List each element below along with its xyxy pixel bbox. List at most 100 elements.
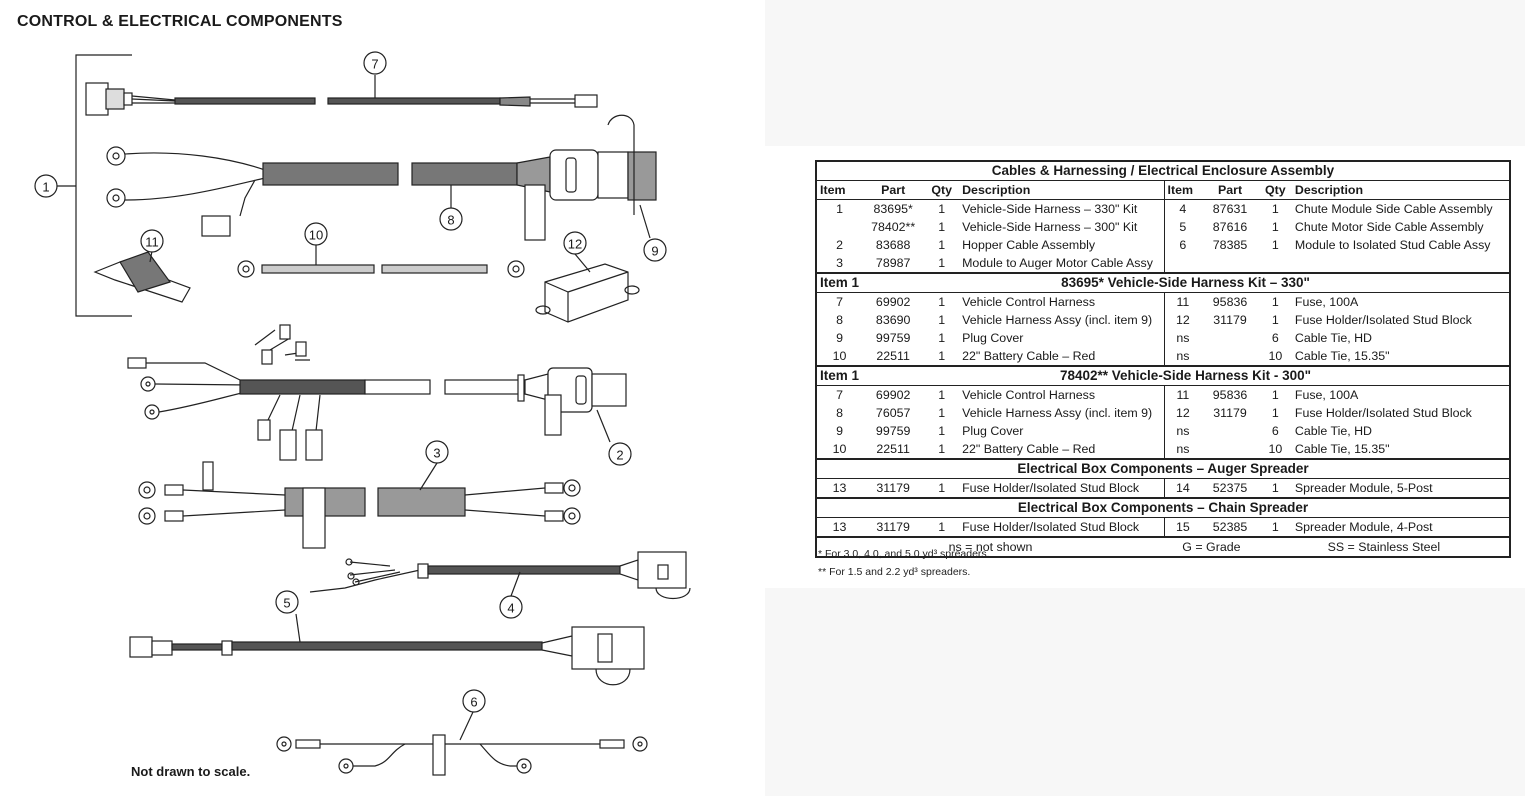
table-cell: 3 [836,256,843,270]
table-cell: 14 [1163,478,1202,498]
table-cell: 2 [836,238,843,252]
legend-grade: G = Grade [1164,536,1259,557]
table-cell [1201,329,1259,347]
table-cell: 15 [1163,517,1202,537]
section-item-label: Item 1 [816,365,863,386]
table-cell: 1 [938,256,946,270]
table-cell: ns [1163,347,1202,366]
table-cell: 11 [1163,292,1202,311]
table-cell: 7 [836,388,843,402]
table-cell: 10 [1268,349,1283,363]
table-cell: 31179 [876,481,910,495]
table-cell: 6 [1271,424,1279,438]
table-cell: Vehicle Harness Assy (incl. item 9) [962,313,1153,327]
callout-3 [425,440,449,464]
table-cell: 1 [1271,220,1279,234]
header-qty-2: Qty [1258,180,1292,200]
table-cell: 31179 [876,520,910,534]
header-item: Item [816,180,863,200]
table-cell: 69902 [875,295,911,309]
table-cell: 1 [938,424,946,438]
table-cell: 1 [1271,388,1279,402]
table-cell: 8 [836,406,843,420]
callout-8 [439,207,463,231]
table-cell: 1 [938,220,946,234]
callout-2 [608,442,632,466]
callout-10-label: 10 [309,228,323,243]
table-cell: 1 [1271,238,1279,252]
table-cell: Spreader Module, 4-Post [1294,520,1433,534]
table-cell: 10 [832,349,847,363]
table-cell: 31179 [1213,406,1247,420]
table-cell: 8 [836,313,843,327]
hopper-cable-2 [127,324,627,461]
callout-11-label: 11 [145,235,159,250]
table-cell: Module to Auger Motor Cable Assy [962,256,1153,270]
table-cell: Vehicle-Side Harness – 300" Kit [962,220,1138,234]
callout-4 [499,595,523,619]
callout-12-label: 12 [568,237,582,252]
table-cell: Chute Motor Side Cable Assembly [1294,220,1484,234]
section-header-row: Electrical Box Components – Chain Spread… [816,497,1510,518]
callout-4-label: 4 [507,601,514,616]
table-cell: 52385 [1212,520,1248,534]
callout-9 [643,238,667,262]
table-cell [1201,254,1259,273]
footnote-330: * For 3.0, 4.0, and 5.0 yd³ spreaders. [818,548,990,560]
table-cell: Cable Tie, HD [1294,424,1373,438]
table-cell: Module to Isolated Stud Cable Assy [1294,238,1491,252]
table-cell [1201,422,1259,440]
table-cell: ns [1163,422,1202,440]
legend-stainless: SS = Stainless Steel [1258,536,1510,557]
table-cell [1201,440,1259,459]
table-cell: 1 [938,238,946,252]
table-cell: Cable Tie, HD [1294,331,1373,345]
section-title: Electrical Box Components – Chain Spread… [816,497,1510,518]
table-cell: 1 [1271,202,1279,216]
callout-6-label: 6 [470,695,477,710]
table-cell: 22" Battery Cable – Red [962,349,1096,363]
header-qty: Qty [924,180,960,200]
callout-10 [304,222,328,246]
table-cell: 9 [836,424,843,438]
table-cell: 10 [1268,442,1283,456]
table-cell [1201,347,1259,366]
table-cell: Plug Cover [962,424,1024,438]
section-item-label: Item 1 [816,272,863,293]
table-cell: 1 [1271,520,1279,534]
table-cell: 76057 [875,406,911,420]
table-cell: 22511 [876,349,910,363]
section-title: Electrical Box Components – Auger Spread… [816,458,1510,479]
table-title-row: Cables & Harnessing / Electrical Enclosu… [816,161,1510,181]
table-cell: ns [1163,440,1202,459]
section-title: 83695* Vehicle-Side Harness Kit – 330" [862,272,1510,293]
table-cell: 12 [1163,404,1202,422]
table-cell [1163,254,1202,273]
table-cell: 13 [832,481,847,495]
callout-5 [275,590,299,614]
table-cell: 87616 [1212,220,1248,234]
table-cell: 1 [1271,313,1279,327]
callout-7-label: 7 [371,57,378,72]
table-cell: 1 [938,520,946,534]
table-cell: Fuse, 100A [1294,388,1359,402]
table-cell: Plug Cover [962,331,1024,345]
table-row: 9 99759 1 Plug Cover ns 6 Cable Tie, HD [816,422,1510,440]
callout-2-label: 2 [616,448,623,463]
callout-1-label: 1 [42,180,49,195]
table-cell: 99759 [875,424,911,438]
table-cell: 1 [938,331,946,345]
callout-8-label: 8 [447,213,454,228]
header-description-2: Description [1291,180,1510,200]
table-cell: ns [1163,329,1202,347]
stud-cable-6 [276,711,648,776]
table-cell: 12 [1163,311,1202,329]
table-cell: 83695* [873,202,913,216]
